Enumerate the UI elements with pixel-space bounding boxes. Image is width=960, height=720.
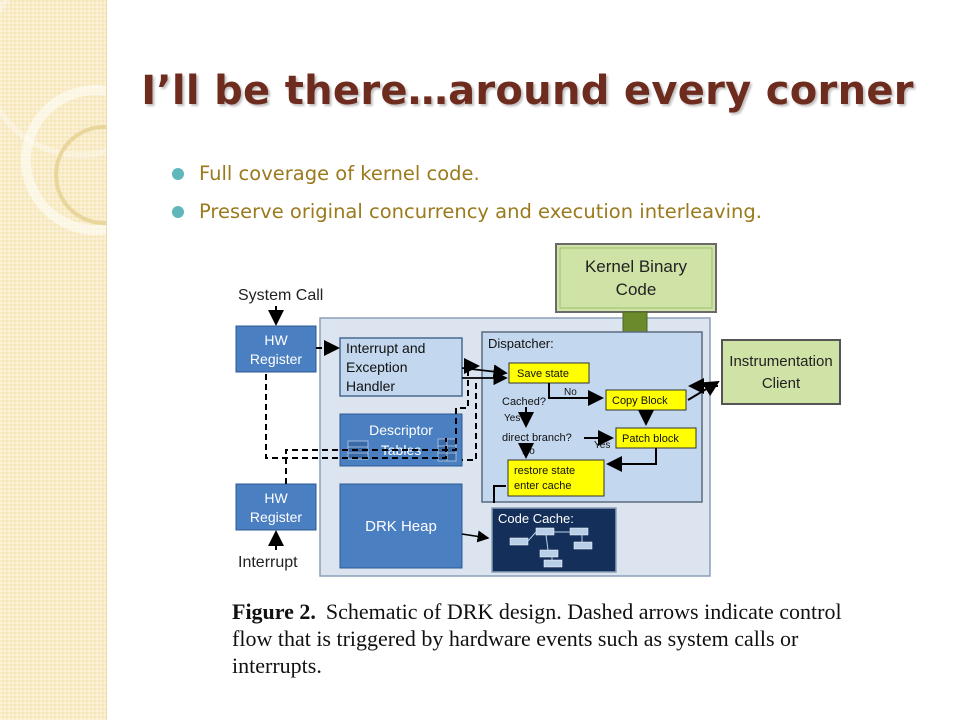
- bullet-list: Full coverage of kernel code. Preserve o…: [172, 155, 762, 231]
- figure-caption: Figure 2.Schematic of DRK design. Dashed…: [232, 598, 857, 679]
- instrumentation-client-box: [721, 339, 841, 405]
- yes-label-2: Yes: [594, 440, 610, 451]
- restore-state-label: restore state: [514, 465, 575, 477]
- bullet-dot-icon: [172, 168, 184, 180]
- client-label: Client: [762, 375, 801, 392]
- caption-text: Schematic of DRK design. Dashed arrows i…: [232, 599, 842, 678]
- kernel-binary-box: [555, 243, 717, 313]
- dashed-control-flow: [265, 340, 480, 484]
- no-label-2: No: [522, 446, 535, 457]
- bullet-item: Preserve original concurrency and execut…: [172, 193, 762, 231]
- bullet-item: Full coverage of kernel code.: [172, 155, 762, 193]
- register-label: Register: [250, 351, 302, 367]
- register-label-2: Register: [250, 509, 302, 525]
- interrupt-handler-label-2: Exception: [346, 359, 407, 375]
- kernel-binary-label-2: Code: [616, 280, 657, 299]
- system-call-label: System Call: [238, 287, 323, 304]
- cached-question: Cached?: [502, 396, 546, 408]
- slide-title: I’ll be there…around every corner: [141, 68, 914, 114]
- copy-block-label: Copy Block: [612, 395, 668, 407]
- figure-number: Figure 2.: [232, 599, 316, 624]
- drk-heap-box: [339, 483, 463, 569]
- restore-state-box: [507, 459, 605, 497]
- drk-heap-label: DRK Heap: [365, 518, 437, 535]
- sidebar-rings-decoration: [0, 0, 106, 235]
- dispatcher-label: Dispatcher:: [488, 336, 554, 351]
- no-label-1: No: [564, 387, 577, 398]
- hw-label-2: HW: [264, 490, 288, 506]
- hw-label: HW: [264, 332, 288, 348]
- hw-register-interrupt-box: [235, 483, 317, 531]
- hw-register-syscall-box: [235, 325, 317, 373]
- instrumentation-label: Instrumentation: [729, 353, 832, 370]
- decorative-sidebar: [0, 0, 107, 720]
- enter-cache-label: enter cache: [514, 480, 571, 492]
- bullet-dot-icon: [172, 206, 184, 218]
- code-cache-label: Code Cache:: [498, 511, 574, 526]
- drk-design-diagram: Kernel Binary Code Dispatcher: Save stat…: [235, 243, 841, 577]
- interrupt-handler-label-3: Handler: [346, 378, 395, 394]
- kernel-binary-label: Kernel Binary: [585, 257, 688, 276]
- yes-label-1: Yes: [504, 413, 520, 424]
- bullet-text: Full coverage of kernel code.: [199, 162, 480, 185]
- interrupt-handler-label-1: Interrupt and: [346, 340, 425, 356]
- bullet-text: Preserve original concurrency and execut…: [199, 200, 762, 223]
- interrupt-label: Interrupt: [238, 554, 298, 571]
- patch-block-label: Patch block: [622, 433, 679, 445]
- descriptor-label: Descriptor: [369, 422, 433, 438]
- save-state-label: Save state: [517, 368, 569, 380]
- interrupt-handler-box: [339, 337, 463, 397]
- tables-label: Tables: [381, 442, 421, 458]
- direct-branch-question: direct branch?: [502, 432, 572, 444]
